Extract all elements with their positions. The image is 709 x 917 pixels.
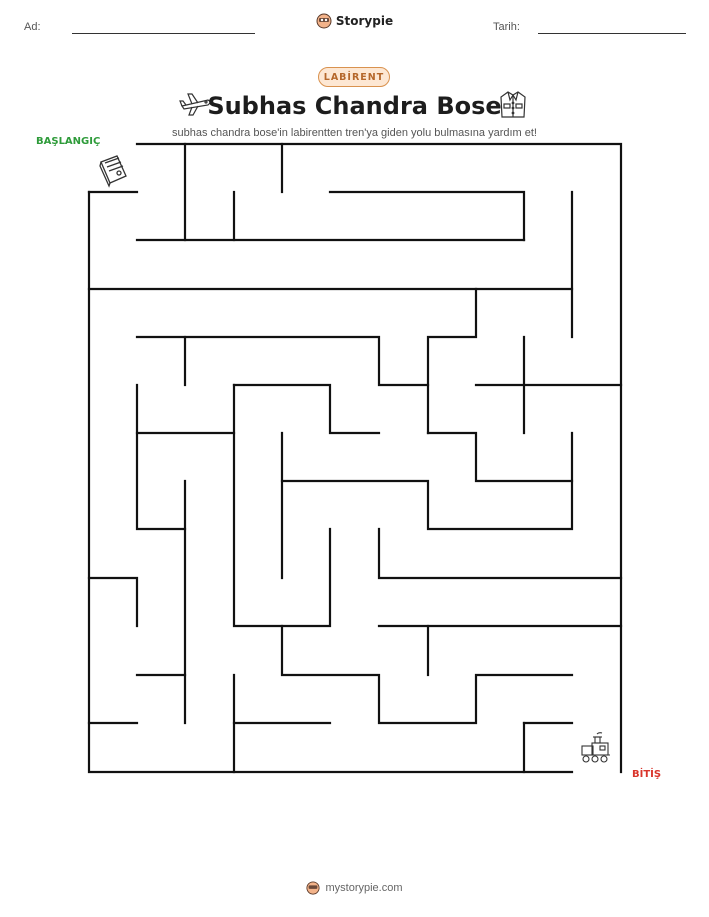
airplane-icon xyxy=(178,90,214,122)
maze-wall xyxy=(426,287,478,435)
maze-wall xyxy=(87,576,139,628)
date-label: Tarih: xyxy=(493,21,520,33)
brand-logo: Storypie xyxy=(0,13,709,29)
maze-wall xyxy=(280,624,574,725)
train-icon xyxy=(578,731,614,771)
maze-wall xyxy=(135,335,430,387)
name-line xyxy=(72,33,255,34)
page-title: Subhas Chandra Bose xyxy=(207,92,502,120)
maze-wall xyxy=(280,431,574,531)
storypie-mascot-icon xyxy=(306,881,321,895)
maze-wall xyxy=(328,190,526,242)
maze-walls xyxy=(87,142,623,774)
maze-wall xyxy=(426,431,574,483)
book-icon xyxy=(95,152,131,192)
jacket-icon xyxy=(497,89,529,125)
start-label: BAŞLANGIÇ xyxy=(36,136,101,147)
maze-wall xyxy=(377,527,623,580)
footer: mystorypie.com xyxy=(0,881,709,895)
instructions: subhas chandra bose'in labirentten tren'… xyxy=(172,127,537,139)
storypie-mascot-icon xyxy=(316,13,332,29)
date-line xyxy=(538,33,686,34)
end-label: BİTİŞ xyxy=(632,769,662,780)
name-label: Ad: xyxy=(24,21,41,33)
maze-wall-outer-top-right xyxy=(135,142,623,774)
maze-wall-outer-left-bottom xyxy=(87,190,574,774)
labirent-badge: LABİRENT xyxy=(318,67,390,87)
maze-wall xyxy=(135,383,187,531)
footer-site[interactable]: mystorypie.com xyxy=(325,882,403,894)
maze-wall xyxy=(232,383,381,435)
brand-name: Storypie xyxy=(335,14,394,28)
